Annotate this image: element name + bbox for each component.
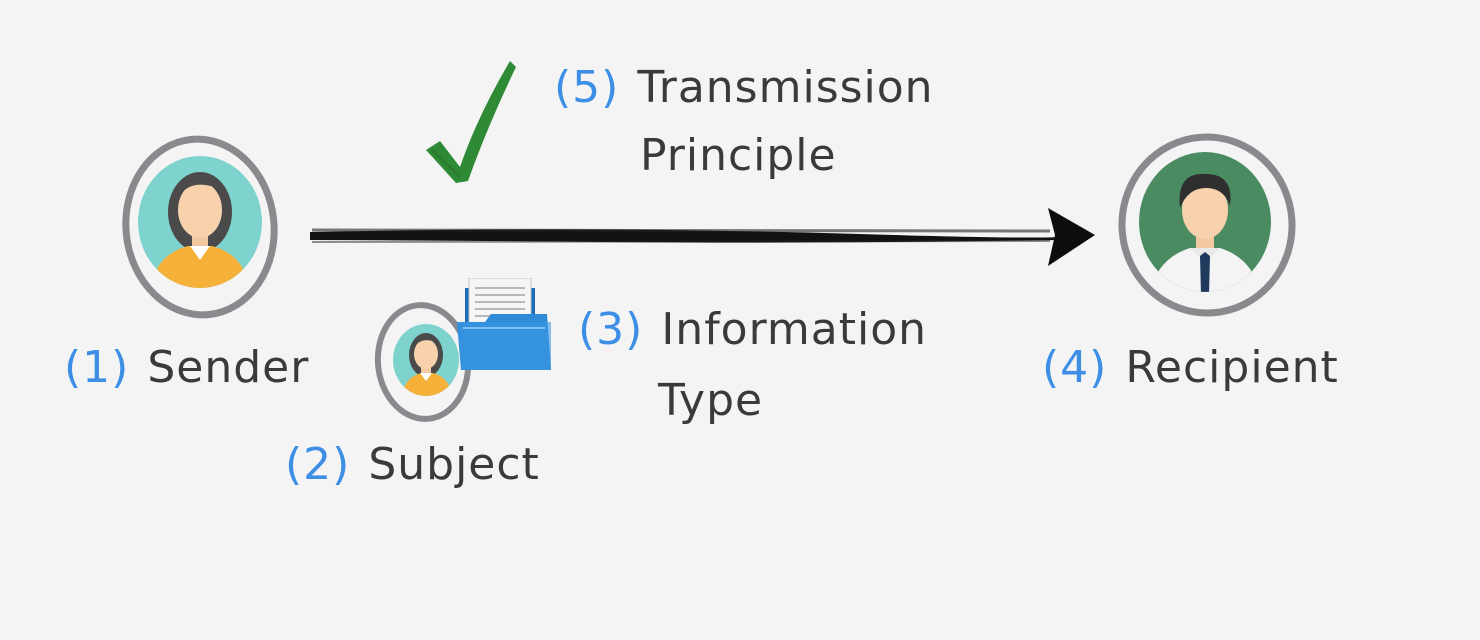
subject-text: Subject xyxy=(368,439,540,490)
subject-number: (2) xyxy=(285,439,351,490)
arrow-head-icon xyxy=(1048,208,1095,266)
recipient-text: Recipient xyxy=(1125,342,1339,393)
transmission-principle-line1: Transmission xyxy=(637,62,934,113)
subject-label: (2) Subject xyxy=(285,437,540,493)
subject-avatar xyxy=(373,300,473,425)
information-type-label: (3) Information xyxy=(578,302,927,358)
recipient-number: (4) xyxy=(1042,342,1108,393)
flow-arrow xyxy=(310,208,1095,266)
sender-avatar xyxy=(118,130,283,325)
recipient-label: (4) Recipient xyxy=(1042,340,1339,396)
checkmark-icon xyxy=(426,61,516,183)
information-type-line1: Information xyxy=(661,304,928,355)
information-type-number: (3) xyxy=(578,304,644,355)
sender-number: (1) xyxy=(64,342,130,393)
transmission-principle-number: (5) xyxy=(554,62,620,113)
transmission-principle-label: (5) Transmission xyxy=(554,60,934,116)
information-type-line2: Type xyxy=(658,375,764,426)
sender-text: Sender xyxy=(147,342,310,393)
document-folder-icon xyxy=(457,278,551,370)
transmission-principle-line2: Principle xyxy=(640,130,837,181)
sender-label: (1) Sender xyxy=(64,340,309,396)
recipient-avatar xyxy=(1112,130,1302,325)
